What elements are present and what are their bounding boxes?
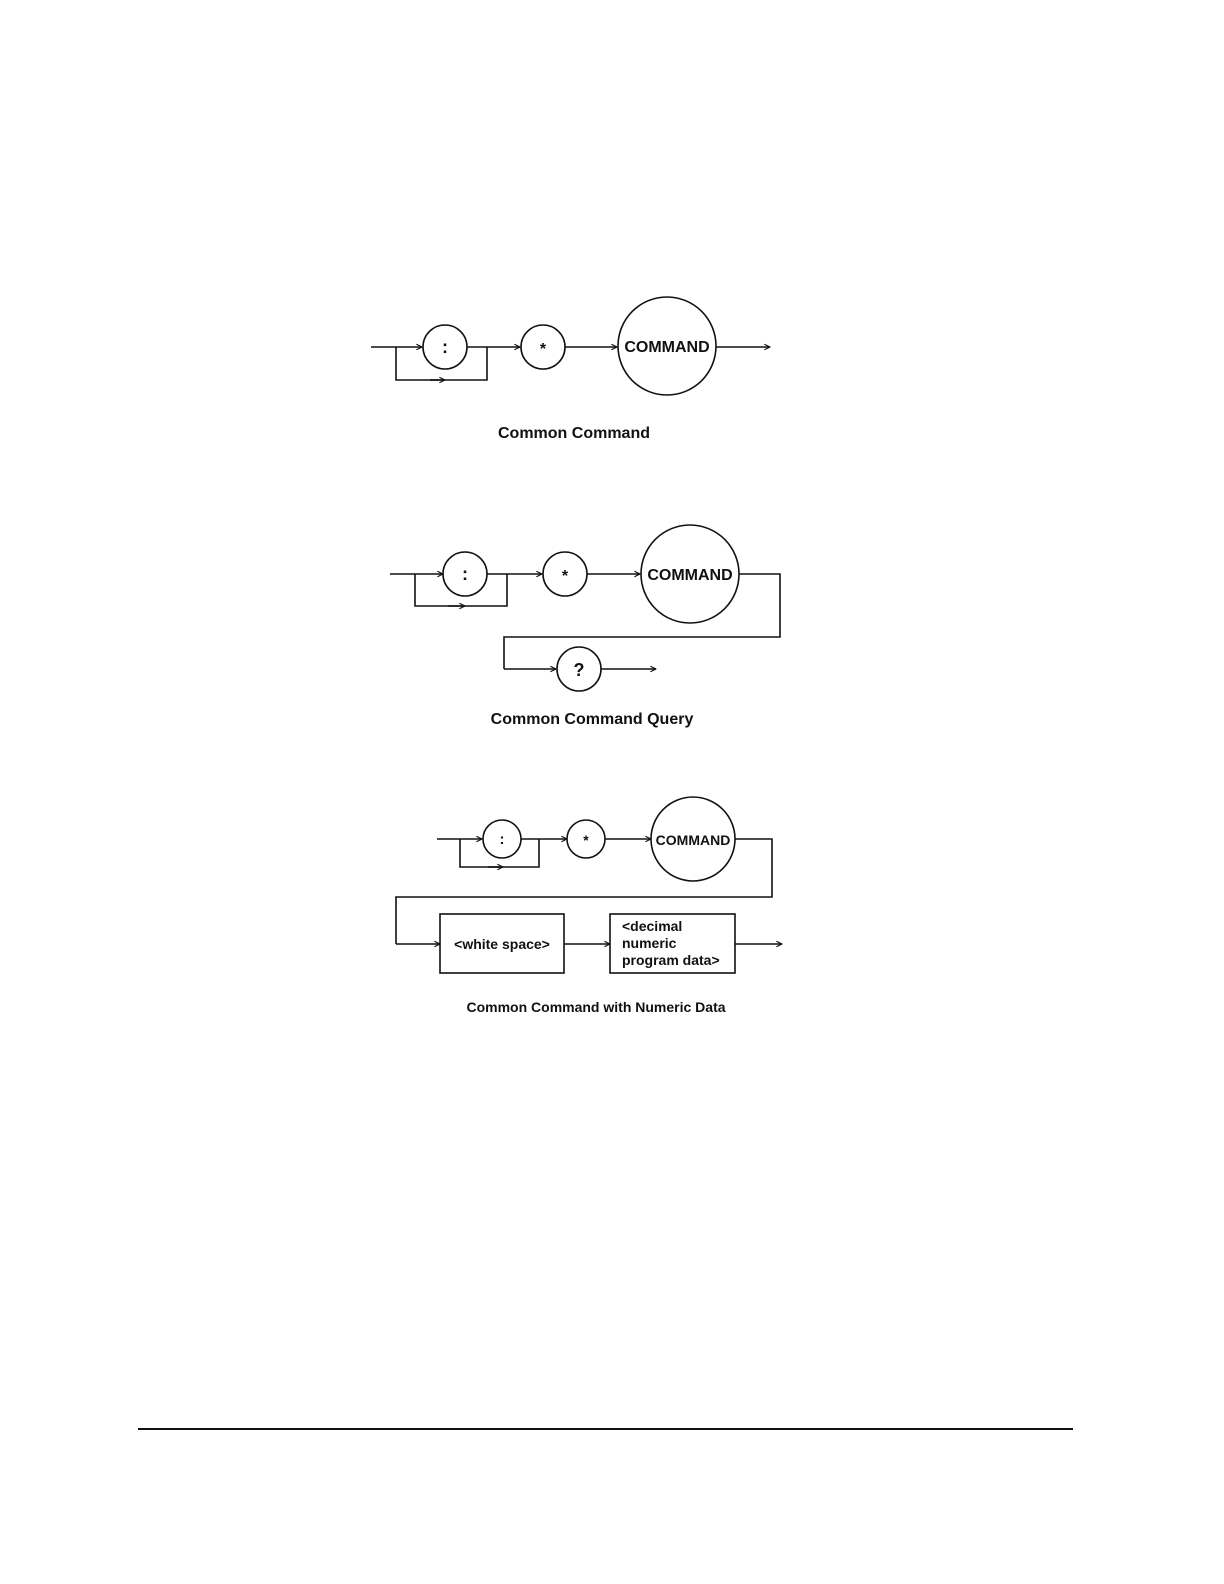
star-symbol: * — [583, 832, 589, 848]
diagram-common-command-query: : * COMMAND ? Common Command Query — [390, 525, 780, 728]
star-symbol: * — [540, 341, 547, 358]
command-label: COMMAND — [624, 339, 709, 356]
footer-rule — [138, 1428, 1073, 1430]
white-space-label: <white space> — [454, 936, 550, 952]
diagram-caption: Common Command — [498, 425, 650, 442]
command-label: COMMAND — [647, 567, 732, 584]
diagram-caption: Common Command Query — [491, 711, 694, 728]
diagram-common-command: : * COMMAND Common Command — [371, 297, 770, 442]
numeric-label-line-1: <decimal — [622, 918, 682, 934]
command-label: COMMAND — [656, 832, 731, 848]
diagram-caption: Common Command with Numeric Data — [466, 999, 725, 1015]
return-path — [504, 574, 780, 669]
colon-symbol: : — [500, 831, 505, 848]
query-symbol: ? — [574, 660, 585, 680]
diagram-common-command-numeric: : * COMMAND <white space> <decimal numer… — [396, 797, 782, 1015]
colon-symbol: : — [462, 564, 468, 584]
colon-symbol: : — [442, 337, 448, 357]
star-symbol: * — [562, 568, 569, 585]
numeric-label-line-2: numeric — [622, 935, 677, 951]
numeric-label-line-3: program data> — [622, 952, 720, 968]
